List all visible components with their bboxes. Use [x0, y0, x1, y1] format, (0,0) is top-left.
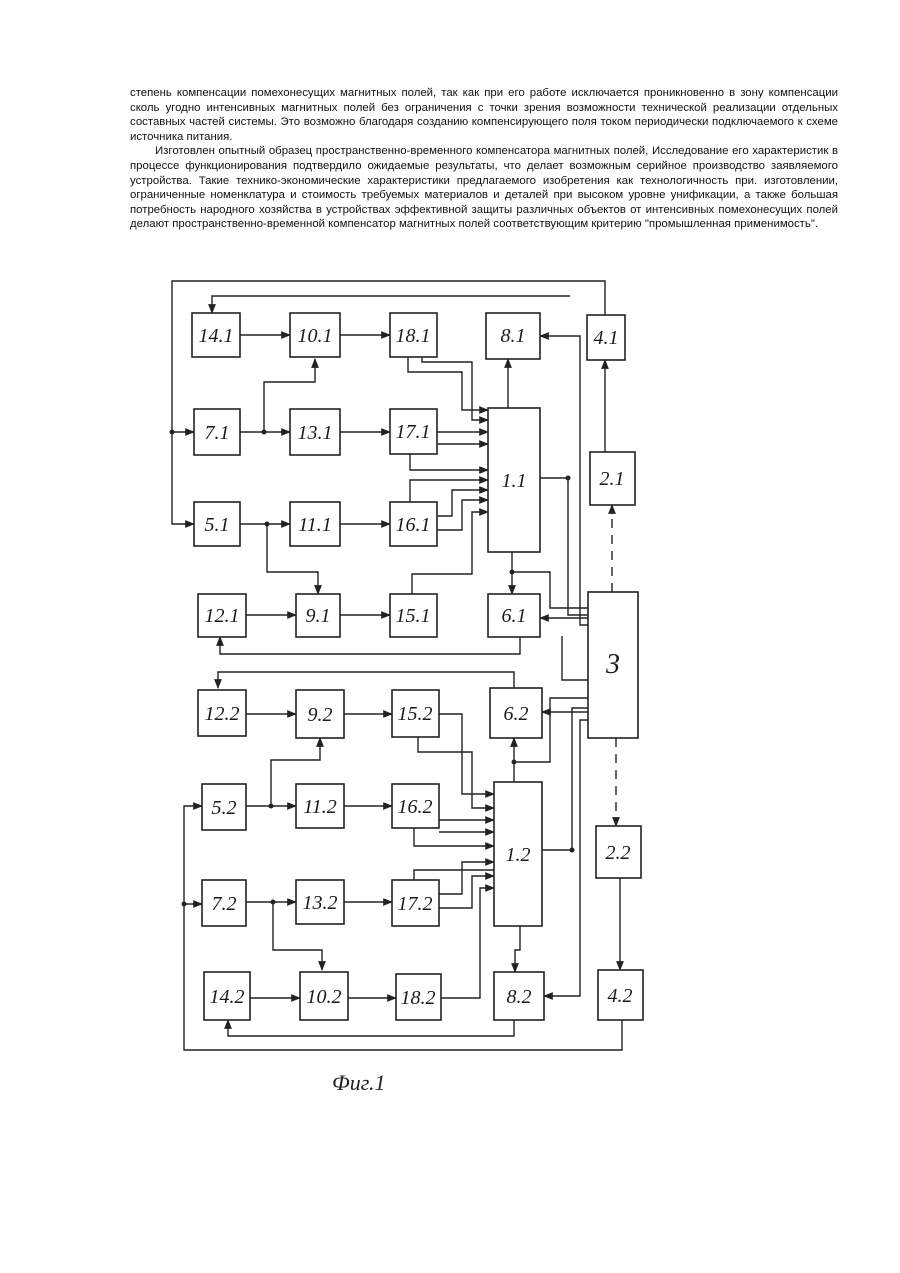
block-8-1: 8.1 [486, 313, 540, 359]
block-17-1: 17.1 [390, 409, 437, 454]
block-11-1: 11.1 [290, 502, 340, 546]
svg-text:4.2: 4.2 [608, 985, 633, 1007]
block-10-2: 10.2 [300, 972, 348, 1020]
block-8-2: 8.2 [494, 972, 544, 1020]
block-4-2: 4.2 [598, 970, 643, 1020]
block-10-1: 10.1 [290, 313, 340, 357]
svg-text:6.1: 6.1 [502, 605, 527, 627]
svg-text:12.2: 12.2 [205, 703, 240, 725]
svg-text:2.2: 2.2 [606, 842, 631, 864]
block-5-1: 5.1 [194, 502, 240, 546]
block-15-2: 15.2 [392, 690, 439, 737]
block-1-1: 1.1 [488, 408, 540, 552]
block-6-1: 6.1 [488, 594, 540, 637]
block-14-1: 14.1 [192, 313, 240, 357]
block-6-2: 6.2 [490, 688, 542, 738]
svg-text:8.1: 8.1 [501, 325, 526, 347]
block-16-1: 16.1 [390, 502, 437, 546]
block-9-2: 9.2 [296, 690, 344, 738]
svg-text:6.2: 6.2 [504, 703, 529, 725]
block-5-2: 5.2 [202, 784, 246, 830]
svg-text:7.2: 7.2 [212, 893, 237, 915]
block-11-2: 11.2 [296, 784, 344, 828]
svg-text:16.1: 16.1 [396, 514, 431, 536]
block-9-1: 9.1 [296, 594, 340, 637]
svg-text:4.1: 4.1 [594, 327, 619, 349]
block-17-2: 17.2 [392, 880, 439, 926]
svg-text:9.2: 9.2 [308, 704, 333, 726]
svg-text:10.1: 10.1 [298, 325, 333, 347]
block-2-1: 2.1 [590, 452, 635, 505]
block-18-1: 18.1 [390, 313, 437, 357]
block-14-2: 14.2 [204, 972, 250, 1020]
svg-text:8.2: 8.2 [507, 986, 532, 1008]
svg-text:9.1: 9.1 [306, 605, 331, 627]
svg-text:15.1: 15.1 [396, 605, 431, 627]
block-15-1: 15.1 [390, 594, 437, 637]
block-12-1: 12.1 [198, 594, 246, 637]
figure-caption: Фиг.1 [332, 1070, 386, 1095]
svg-text:10.2: 10.2 [307, 986, 342, 1008]
svg-text:14.1: 14.1 [199, 325, 234, 347]
block-2-2: 2.2 [596, 826, 641, 878]
block-12-2: 12.2 [198, 690, 246, 736]
svg-text:5.1: 5.1 [205, 514, 230, 536]
svg-text:11.1: 11.1 [298, 514, 332, 536]
svg-text:1.1: 1.1 [502, 470, 527, 492]
svg-text:1.2: 1.2 [506, 844, 531, 866]
block-13-1: 13.1 [290, 409, 340, 455]
svg-text:13.1: 13.1 [298, 422, 333, 444]
svg-text:12.1: 12.1 [205, 605, 240, 627]
block-13-2: 13.2 [296, 880, 344, 924]
svg-text:18.1: 18.1 [396, 325, 431, 347]
svg-text:7.1: 7.1 [205, 422, 230, 444]
svg-text:3: 3 [605, 649, 620, 680]
svg-text:2.1: 2.1 [600, 468, 625, 490]
block-1-2: 1.2 [494, 782, 542, 926]
svg-text:15.2: 15.2 [398, 703, 433, 725]
svg-text:16.2: 16.2 [398, 796, 433, 818]
block-7-2: 7.2 [202, 880, 246, 926]
svg-text:11.2: 11.2 [303, 796, 337, 818]
svg-text:13.2: 13.2 [303, 892, 338, 914]
svg-text:17.2: 17.2 [398, 893, 433, 915]
block-16-2: 16.2 [392, 784, 439, 828]
svg-text:17.1: 17.1 [396, 421, 431, 443]
block-7-1: 7.1 [194, 409, 240, 455]
svg-text:5.2: 5.2 [212, 797, 237, 819]
svg-text:18.2: 18.2 [401, 987, 436, 1009]
block-18-2: 18.2 [396, 974, 441, 1020]
block-4-1: 4.1 [587, 315, 625, 360]
block-3: 3 [588, 592, 638, 738]
svg-text:14.2: 14.2 [210, 986, 245, 1008]
